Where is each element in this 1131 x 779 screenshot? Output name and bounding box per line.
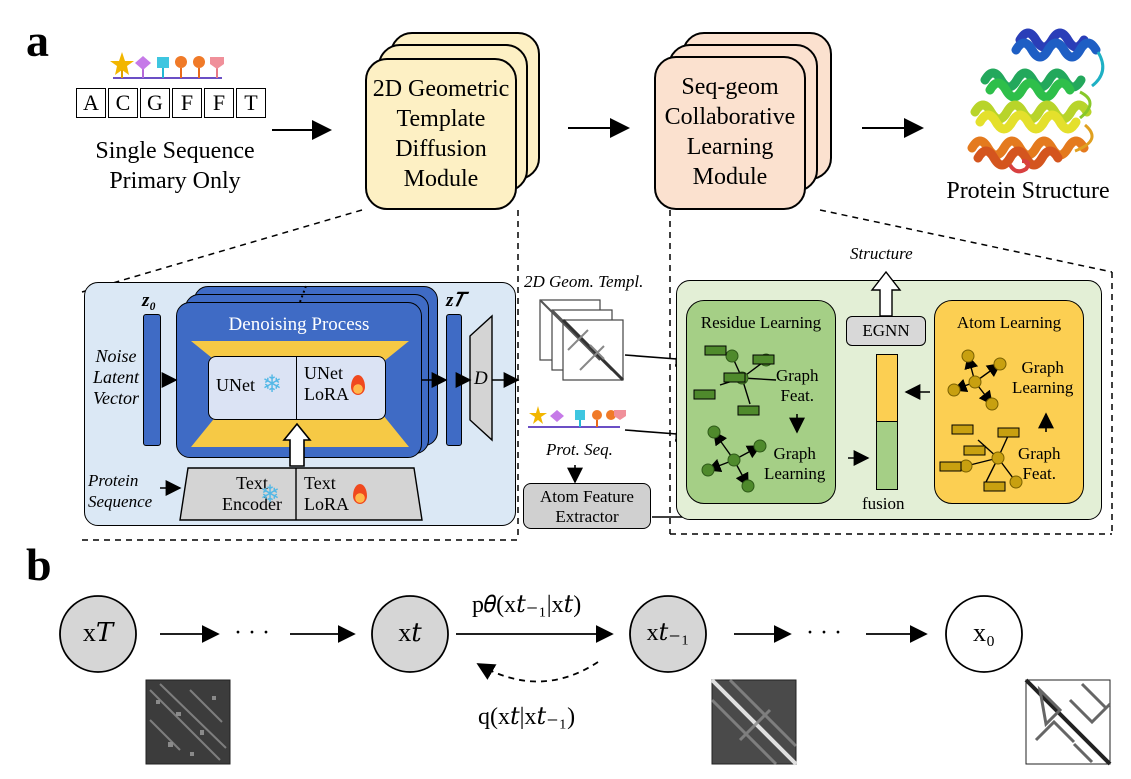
atom-learning-line: Learning [1012, 378, 1074, 397]
module1-line: Module [403, 166, 479, 192]
z0-bar [143, 314, 161, 446]
protein-sequence-label: Protein Sequence [88, 470, 168, 512]
panel-label-a: a [26, 15, 49, 66]
zT-bar [446, 314, 462, 446]
module1-line: Template [396, 106, 486, 132]
module1-line: Diffusion [395, 136, 487, 162]
module2-line: Module [692, 164, 768, 190]
sequence-cell: C [108, 88, 138, 118]
residue-graph-learning: Graph Learning [764, 444, 825, 484]
text-lora-line: LoRA [304, 494, 349, 514]
atom-feat-line: Graph [1018, 444, 1061, 463]
forward-process-label: p𝜃(x𝑡₋₁|x𝑡) [472, 592, 582, 618]
unet-label: UNet [216, 375, 255, 395]
residue-feat-line: Feat. [780, 386, 814, 405]
residue-feat-line: Graph [776, 366, 819, 385]
structure-label: Structure [850, 244, 913, 263]
geom-template-label: 2D Geom. Templ. [524, 272, 644, 291]
flame-icon [351, 375, 365, 395]
snowflake-icon: ❄ [262, 372, 283, 398]
residue-graph-feat: Graph Feat. [776, 366, 818, 406]
sequence-cell: F [172, 88, 202, 118]
reverse-process-label: q(x𝑡|x𝑡₋₁) [478, 704, 576, 730]
noise-line: Noise [95, 346, 137, 366]
learning-module-card: Seq-geom Collaborative Learning Module [654, 56, 806, 210]
panel-label-b: b [26, 539, 52, 590]
input-caption: Single Sequence Primary Only [70, 136, 280, 196]
node-x0: x₀ [972, 618, 996, 647]
ellipsis-left: · · · [234, 620, 270, 646]
unet-lora-line: LoRA [304, 384, 349, 404]
atom-graph-learning: Graph Learning [1012, 358, 1073, 398]
input-caption-line: Primary Only [109, 168, 241, 194]
text-lora-label: Text LoRA [304, 473, 349, 515]
noise-line: Vector [93, 388, 139, 408]
unet-lora-label: UNet LoRA [304, 363, 349, 405]
protein-line: Sequence [88, 492, 153, 511]
module2-line: Seq-geom [681, 74, 779, 100]
node-xt-minus-1: x𝑡₋₁ [646, 620, 690, 646]
node-xt: x𝑡 [398, 618, 422, 647]
snowflake-icon: ❄ [260, 482, 281, 508]
unet-lora-line: UNet [304, 363, 343, 383]
egnn-box: EGNN [846, 316, 926, 346]
output-caption: Protein Structure [946, 178, 1110, 204]
noise-label: Noise Latent Vector [86, 346, 146, 409]
atom-extractor-line: Extractor [555, 507, 619, 526]
z0-label: z₀ [142, 290, 157, 311]
module2-line: Collaborative [664, 104, 796, 130]
atom-learning-line: Graph [1021, 358, 1064, 377]
noise-line: Latent [92, 367, 139, 387]
protein-line: Protein [88, 471, 139, 490]
decoder-label: D [474, 368, 488, 389]
fusion-label: fusion [862, 494, 905, 513]
residue-learning-line: Learning [764, 464, 826, 483]
text-encoder-label: Text Encoder [222, 473, 282, 515]
sequence-cell: F [204, 88, 234, 118]
residue-learning-line: Graph [773, 444, 816, 463]
atom-feature-extractor-box: Atom Feature Extractor [523, 483, 651, 529]
ellipsis-right: · · · [806, 620, 842, 646]
atom-extractor-line: Atom Feature [540, 487, 634, 506]
sequence-cell: A [76, 88, 106, 118]
atom-graph-feat: Graph Feat. [1018, 444, 1060, 484]
node-xT: x𝑇 [82, 618, 114, 647]
denoising-title: Denoising Process [228, 314, 370, 335]
input-caption-line: Single Sequence [95, 138, 255, 164]
sequence-cell: G [140, 88, 170, 118]
text-encoder-line: Encoder [222, 494, 282, 514]
residue-learning-title: Residue Learning [700, 313, 822, 332]
module1-line: 2D Geometric [372, 76, 510, 102]
prot-seq-icons [528, 406, 626, 428]
atom-learning-title: Atom Learning [956, 313, 1062, 332]
modification-icons [110, 52, 224, 79]
atom-feat-line: Feat. [1022, 464, 1056, 483]
text-encoder-line: Text [236, 473, 268, 493]
zT-label: z𝑇 [446, 290, 466, 311]
sequence-cell: T [236, 88, 266, 118]
text-lora-line: Text [304, 473, 336, 493]
prot-seq-label: Prot. Seq. [546, 440, 613, 459]
diffusion-module-card: 2D Geometric Template Diffusion Module [365, 58, 517, 210]
flame-icon [353, 484, 367, 504]
module2-line: Learning [686, 134, 774, 160]
